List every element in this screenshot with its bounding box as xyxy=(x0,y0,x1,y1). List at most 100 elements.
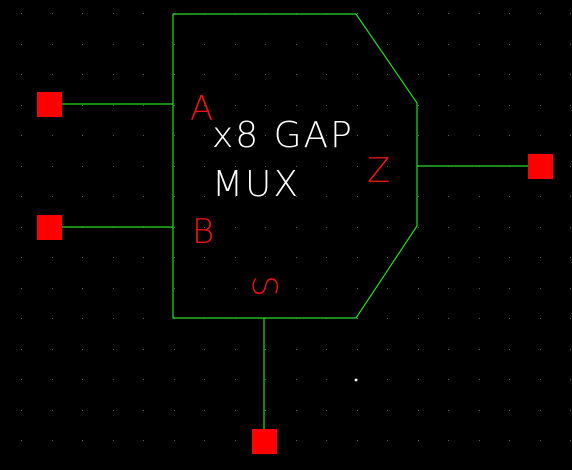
grid-dot xyxy=(204,288,205,289)
grid-dot xyxy=(448,318,449,319)
grid-dot xyxy=(326,257,327,258)
grid-dot xyxy=(448,257,449,258)
grid-dot xyxy=(540,13,541,14)
grid-dot xyxy=(21,166,22,167)
grid-dot xyxy=(143,410,144,411)
grid-dot xyxy=(113,288,114,289)
grid-dot xyxy=(296,196,297,197)
grid-dot xyxy=(174,44,175,45)
grid-dot xyxy=(326,135,327,136)
grid-dot xyxy=(418,105,419,106)
grid-dot xyxy=(357,196,358,197)
grid-dot xyxy=(204,349,205,350)
grid-dot xyxy=(479,74,480,75)
grid-dot xyxy=(509,196,510,197)
grid-dot xyxy=(174,257,175,258)
grid-dot xyxy=(265,349,266,350)
grid-dot xyxy=(479,288,480,289)
mux-title-line1: x8 GAP xyxy=(212,115,354,156)
grid-dot xyxy=(143,318,144,319)
grid-dot xyxy=(174,196,175,197)
grid-dot xyxy=(82,74,83,75)
grid-dot xyxy=(235,440,236,441)
grid-dot xyxy=(418,318,419,319)
pin-s-terminal[interactable] xyxy=(252,429,277,454)
grid-dot xyxy=(82,440,83,441)
grid-dot xyxy=(387,349,388,350)
grid-dot xyxy=(204,379,205,380)
grid-dot xyxy=(235,349,236,350)
grid-dot xyxy=(235,196,236,197)
grid-dot xyxy=(540,349,541,350)
grid-dot xyxy=(387,13,388,14)
grid-dot xyxy=(113,349,114,350)
grid-dot xyxy=(357,105,358,106)
grid-dot xyxy=(265,257,266,258)
grid-dot xyxy=(540,227,541,228)
grid-dot xyxy=(204,227,205,228)
grid-dot xyxy=(479,105,480,106)
grid-dot xyxy=(448,288,449,289)
grid-dot xyxy=(387,166,388,167)
pin-a-terminal[interactable] xyxy=(37,92,62,117)
grid-dot xyxy=(387,227,388,228)
grid-dot xyxy=(357,74,358,75)
grid-dot xyxy=(21,349,22,350)
grid-dot xyxy=(21,288,22,289)
grid-dot xyxy=(143,135,144,136)
grid-dot xyxy=(265,74,266,75)
grid-dot xyxy=(479,257,480,258)
grid-dot xyxy=(204,257,205,258)
pin-z-terminal[interactable] xyxy=(528,154,553,179)
grid-dot xyxy=(418,410,419,411)
grid-dot xyxy=(326,196,327,197)
grid-dot xyxy=(479,13,480,14)
grid-dot xyxy=(235,288,236,289)
grid-dot xyxy=(296,349,297,350)
grid-dot xyxy=(509,318,510,319)
grid-dot xyxy=(509,44,510,45)
grid-dot xyxy=(448,227,449,228)
grid-dot xyxy=(448,440,449,441)
grid-dot xyxy=(479,410,480,411)
grid-dot xyxy=(540,288,541,289)
grid-dot xyxy=(143,196,144,197)
grid-dot xyxy=(52,13,53,14)
grid-dot xyxy=(82,257,83,258)
grid-dot xyxy=(82,135,83,136)
grid-dot xyxy=(235,166,236,167)
grid-dot xyxy=(113,105,114,106)
grid-dot xyxy=(448,135,449,136)
grid-dot xyxy=(357,379,358,380)
grid-dot xyxy=(418,13,419,14)
pin-b-terminal[interactable] xyxy=(37,215,62,240)
grid-dot xyxy=(296,379,297,380)
grid-dot xyxy=(387,410,388,411)
grid-dot xyxy=(418,74,419,75)
grid-dot xyxy=(509,440,510,441)
grid-dot xyxy=(326,44,327,45)
grid-dot xyxy=(570,196,571,197)
grid-dot xyxy=(479,196,480,197)
grid-dot xyxy=(21,379,22,380)
grid-dot xyxy=(174,379,175,380)
grid-dot xyxy=(143,74,144,75)
grid-dot xyxy=(82,166,83,167)
grid-dot xyxy=(326,227,327,228)
grid-dot xyxy=(448,105,449,106)
grid-dot xyxy=(570,257,571,258)
grid-dot xyxy=(387,379,388,380)
grid-dot xyxy=(204,440,205,441)
grid-dot xyxy=(174,227,175,228)
mux-symbol[interactable]: A B Z S x8 GAP MUX xyxy=(37,13,553,454)
grid-dot xyxy=(296,44,297,45)
grid-dot xyxy=(509,379,510,380)
grid-dot xyxy=(479,135,480,136)
grid-dot xyxy=(357,227,358,228)
grid-dot xyxy=(357,410,358,411)
grid-dot xyxy=(570,410,571,411)
grid-dot xyxy=(326,288,327,289)
grid-dot xyxy=(204,166,205,167)
grid-dot xyxy=(235,410,236,411)
grid-dot xyxy=(21,44,22,45)
